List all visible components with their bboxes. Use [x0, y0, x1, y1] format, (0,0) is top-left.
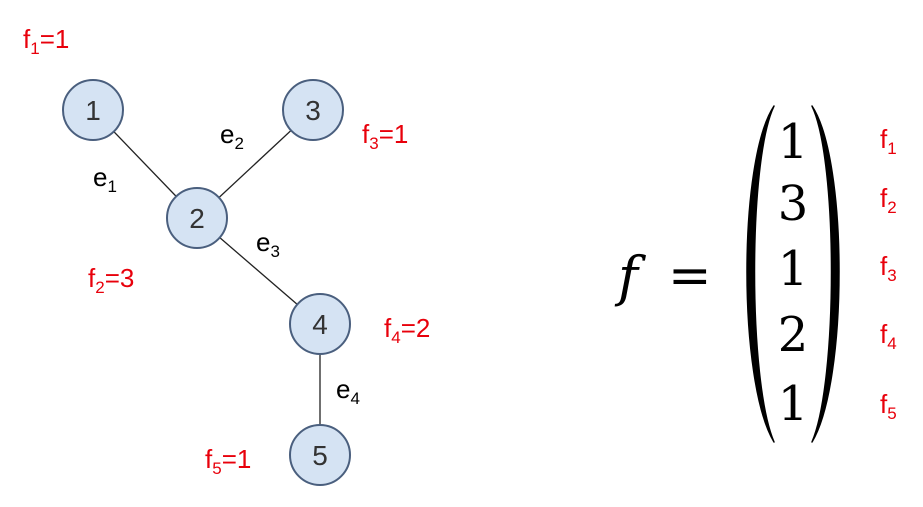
node-2: 2	[166, 187, 228, 249]
edge-labels: e1 e2 e3 e4	[93, 119, 360, 408]
vector-entry: 3	[778, 176, 809, 232]
node-3: 3	[282, 79, 344, 141]
vector-row-labels: f1 f2 f3 f4 f5	[880, 124, 897, 423]
row-label-f5: f5	[880, 389, 897, 423]
edge-label-e3: e3	[256, 227, 280, 261]
node-label-3: 3	[305, 95, 321, 126]
vector-entry: 2	[778, 307, 809, 363]
vector-entry: 1	[778, 241, 809, 297]
edge-label-e2: e2	[220, 119, 244, 153]
right-paren	[811, 105, 840, 443]
edge-label-e4: e4	[336, 374, 360, 408]
node-1: 1	[62, 79, 124, 141]
nodes: 1 2 3 4 5	[62, 79, 351, 486]
node-label-2: 2	[189, 203, 205, 234]
vector-entries: 1 3 1 2 1	[778, 114, 809, 432]
vector-entry: 1	[778, 114, 809, 170]
node-4: 4	[289, 293, 351, 355]
left-paren	[746, 105, 775, 443]
equals-sign: =	[668, 246, 712, 306]
node-value-labels: f1=1 f2=3 f3=1 f4=2 f5=1	[23, 24, 430, 478]
vector-entry: 1	[778, 376, 809, 432]
node-5: 5	[289, 424, 351, 486]
node-value-f3: f3=1	[362, 119, 408, 153]
node-value-f4: f4=2	[384, 313, 430, 347]
edge-label-e1: e1	[93, 162, 117, 196]
vector-symbol: f	[614, 245, 646, 308]
row-label-f1: f1	[880, 124, 897, 158]
node-value-f5: f5=1	[205, 444, 251, 478]
node-label-5: 5	[312, 440, 328, 471]
node-label-1: 1	[85, 95, 101, 126]
node-value-f2: f2=3	[88, 263, 134, 297]
row-label-f2: f2	[880, 183, 897, 217]
node-label-4: 4	[312, 309, 328, 340]
row-label-f3: f3	[880, 251, 897, 285]
vector-equation: f = 1 3 1 2 1 f1 f2 f3 f4 f5	[614, 105, 897, 443]
row-label-f4: f4	[880, 319, 897, 353]
node-value-f1: f1=1	[23, 24, 69, 58]
